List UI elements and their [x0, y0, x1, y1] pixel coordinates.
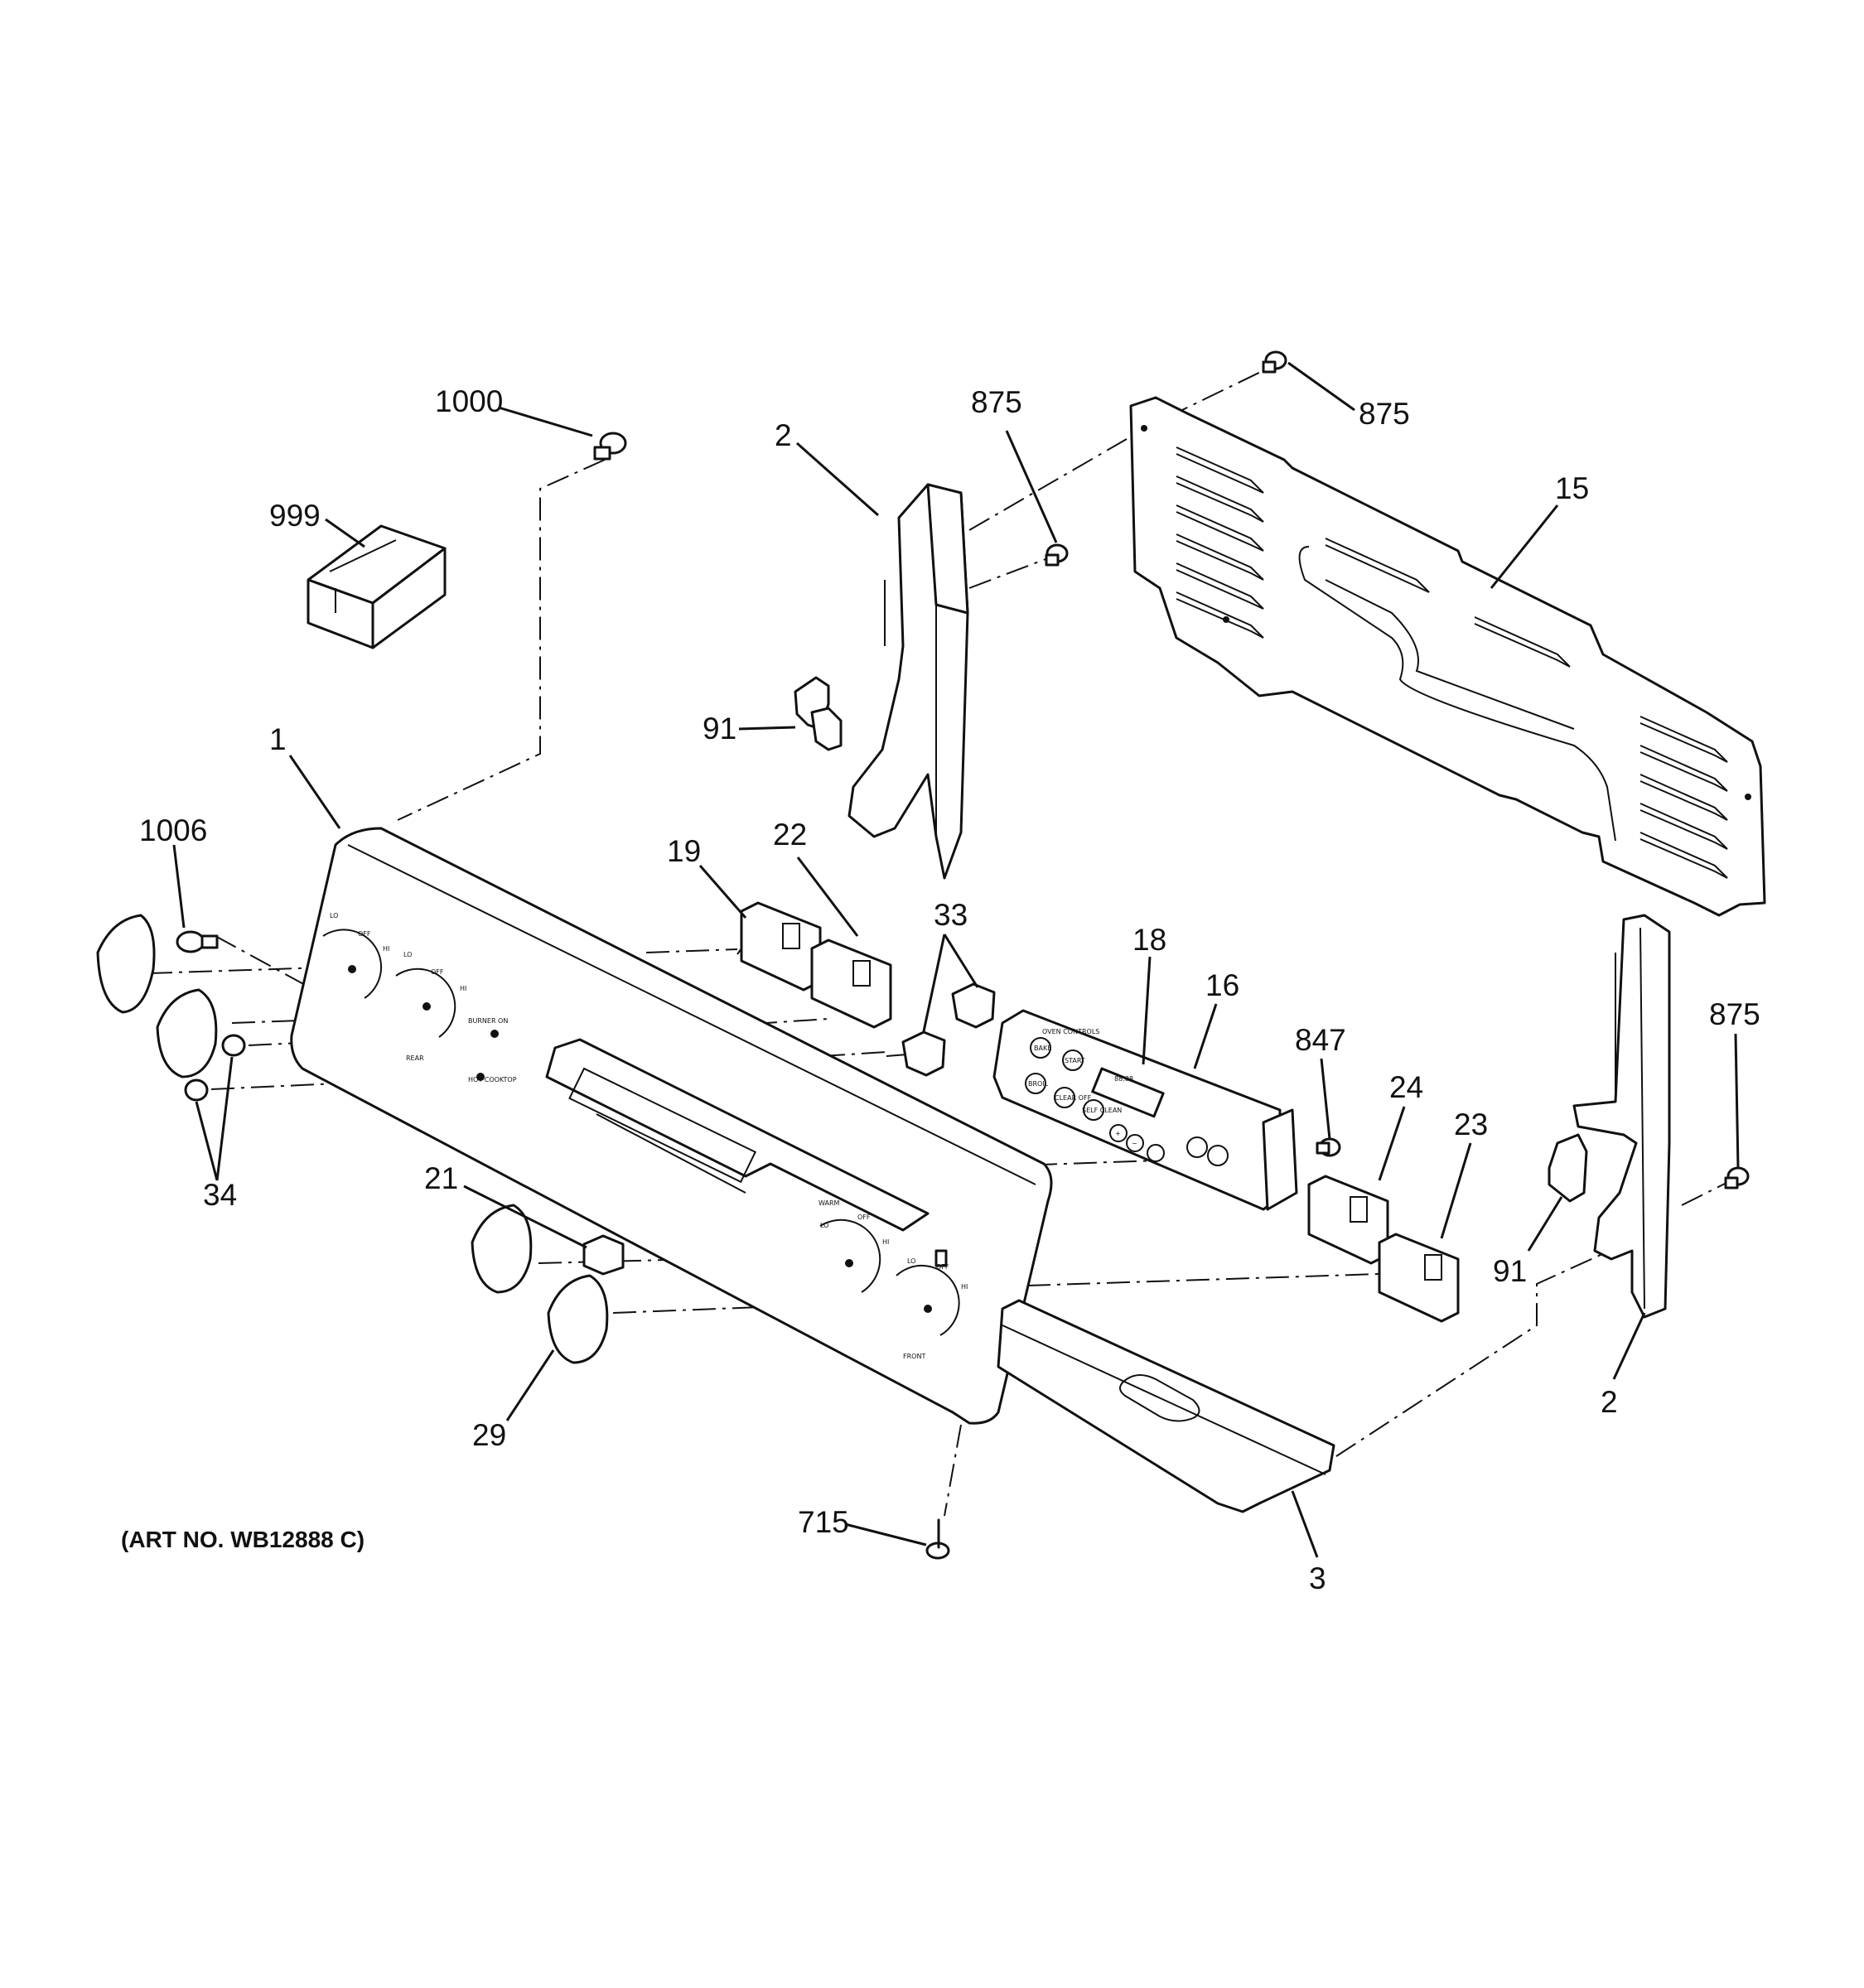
- callout-22: 22: [773, 818, 807, 852]
- part-2-right-bracket: [1572, 914, 1671, 1319]
- control-display: 88:88: [1114, 1075, 1133, 1083]
- panel-label-hi: HI: [383, 945, 389, 953]
- callout-1: 1: [269, 722, 287, 756]
- panel-label-front: FRONT: [903, 1353, 925, 1360]
- part-715-screw: [925, 1518, 950, 1560]
- panel-label-hot-cooktop: HOT COOKTOP: [468, 1076, 517, 1083]
- callout-18: 18: [1132, 923, 1166, 957]
- callout-labels: 1000 999 2 875 875 15 91 1 1006 19 22 33…: [139, 384, 1760, 1595]
- callout-3: 3: [1309, 1561, 1326, 1595]
- part-1000-screw: [593, 432, 627, 461]
- callout-875-far-right: 875: [1709, 997, 1760, 1031]
- panel-label-lo-3: LO: [820, 1222, 828, 1229]
- part-33-indicator-lamps: [901, 982, 996, 1077]
- part-999-box: [307, 524, 447, 649]
- callout-1006: 1006: [139, 813, 207, 847]
- callout-91-left: 91: [703, 712, 736, 746]
- panel-label-warm: WARM: [819, 1199, 840, 1207]
- callout-847: 847: [1295, 1023, 1346, 1057]
- callout-23: 23: [1454, 1107, 1488, 1141]
- callout-1000: 1000: [435, 384, 503, 418]
- art-number: (ART NO. WB12888 C): [121, 1527, 365, 1552]
- part-3-trim: [997, 1299, 1335, 1513]
- callout-33: 33: [934, 898, 968, 932]
- part-34-lenses: [184, 1034, 246, 1102]
- callout-34: 34: [203, 1178, 237, 1212]
- callout-999: 999: [269, 499, 321, 533]
- control-label-start: START: [1065, 1057, 1085, 1064]
- panel-label-lo: LO: [330, 912, 338, 919]
- control-label-bake: BAKE: [1034, 1045, 1051, 1052]
- callout-2-top: 2: [775, 418, 792, 452]
- control-label-self-clean: SELF CLEAN: [1082, 1107, 1122, 1114]
- knobs: [96, 914, 609, 1364]
- panel-label-rear: REAR: [406, 1054, 424, 1062]
- panel-label-off-4: OFF: [936, 1263, 949, 1271]
- panel-label-lo-4: LO: [907, 1257, 915, 1265]
- part-847-screw: [1316, 1137, 1341, 1157]
- part-2-left-bracket: [794, 483, 969, 880]
- part-1-control-panel: LO OFF HI LO OFF HI REAR BURNER ON HOT C…: [290, 827, 1053, 1425]
- part-22-switch: [810, 939, 892, 1029]
- leader-lines: [172, 361, 1740, 1558]
- part-16-control-board: OVEN CONTROLS BAKE START BROIL CLEAR OFF…: [992, 1009, 1298, 1211]
- part-875-screws: [1045, 350, 1750, 1189]
- panel-label-hi-4: HI: [961, 1283, 968, 1291]
- part-1006-screw: [176, 930, 219, 953]
- part-24-switch: [1307, 1175, 1389, 1265]
- control-label-broil: BROIL: [1028, 1080, 1049, 1088]
- callout-29: 29: [472, 1418, 506, 1452]
- panel-label-hi-3: HI: [882, 1238, 889, 1246]
- panel-label-burner-on: BURNER ON: [468, 1017, 508, 1025]
- callout-16: 16: [1205, 968, 1239, 1002]
- callout-875-right: 875: [1359, 397, 1410, 431]
- control-label-clear-off: CLEAR OFF: [1055, 1094, 1092, 1102]
- callout-91-right: 91: [1493, 1254, 1527, 1288]
- panel-label-off-3: OFF: [857, 1214, 871, 1221]
- callout-19: 19: [667, 834, 701, 868]
- callout-24: 24: [1389, 1070, 1423, 1104]
- part-23-switch: [1378, 1233, 1460, 1323]
- callout-2-bottom: 2: [1601, 1385, 1618, 1419]
- panel-label-lo-2: LO: [403, 951, 412, 958]
- callout-15: 15: [1555, 471, 1589, 505]
- panel-label-hi-2: HI: [460, 985, 466, 992]
- control-label-plus: +: [1115, 1130, 1121, 1137]
- part-15-back-panel: [1129, 396, 1766, 917]
- part-19-switch: [736, 901, 822, 992]
- callout-875-top: 875: [971, 385, 1022, 419]
- part-21-rocker: [582, 1234, 625, 1276]
- panel-label-off: OFF: [358, 930, 371, 938]
- control-label-minus: −: [1132, 1140, 1137, 1147]
- panel-label-off-2: OFF: [431, 968, 444, 976]
- control-label-oven-controls: OVEN CONTROLS: [1042, 1028, 1099, 1035]
- callout-715: 715: [798, 1505, 849, 1539]
- callout-21: 21: [424, 1161, 458, 1195]
- part-91-clips: [810, 707, 1588, 1203]
